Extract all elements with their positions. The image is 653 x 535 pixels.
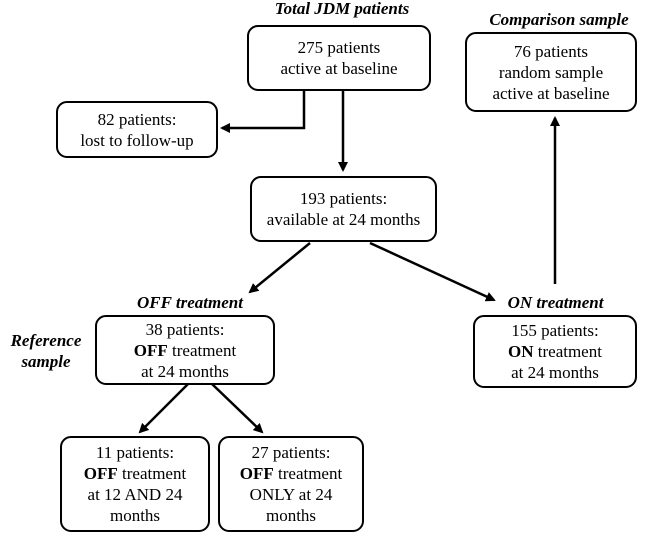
node-text: treatment bbox=[533, 342, 602, 361]
node-total-patients: 275 patients active at baseline bbox=[247, 25, 431, 91]
node-off-24-only: 27 patients: OFF treatment ONLY at 24 mo… bbox=[218, 436, 364, 532]
node-text: at 24 months bbox=[511, 363, 599, 382]
node-on-treatment: 155 patients: ON treatment at 24 months bbox=[473, 315, 637, 388]
node-comparison-sample: 76 patients random sample active at base… bbox=[465, 32, 637, 112]
node-text: random sample bbox=[498, 62, 604, 82]
reference-sample-heading: Reference sample bbox=[0, 330, 92, 372]
reference-heading-line1: Reference bbox=[10, 331, 82, 350]
off-treatment-heading: OFF treatment bbox=[137, 293, 243, 312]
node-text: 275 patients bbox=[297, 38, 381, 57]
node-text: lost to follow-up bbox=[80, 130, 194, 150]
node-text: treatment bbox=[273, 464, 343, 483]
node-text: available at 24 months bbox=[266, 210, 421, 229]
comparison-heading: Comparison sample bbox=[489, 10, 629, 29]
node-text: months bbox=[265, 506, 317, 525]
node-text: 82 patients: bbox=[97, 109, 177, 129]
arrow-available-to-off bbox=[248, 242, 311, 294]
node-text: active at baseline bbox=[280, 59, 398, 78]
node-lost-to-follow-up: 82 patients: lost to follow-up bbox=[56, 101, 218, 158]
arrow-total-to-lost bbox=[220, 90, 306, 133]
node-text: OFF treatment bbox=[84, 463, 186, 484]
node-text: ONLY at 24 bbox=[249, 485, 333, 504]
node-text-bold: OFF bbox=[239, 464, 274, 483]
node-text-bold: OFF bbox=[133, 340, 168, 360]
total-heading: Total JDM patients bbox=[274, 0, 410, 18]
arrow-off-to-27 bbox=[211, 383, 264, 434]
node-off-treatment: 38 patients: OFF treatment at 24 months bbox=[95, 315, 275, 385]
arrow-available-to-on bbox=[369, 241, 496, 302]
node-off-12-and-24: 11 patients: OFF treatment at 12 AND 24 … bbox=[60, 436, 210, 532]
node-text: at 12 AND 24 bbox=[87, 485, 183, 504]
arrow-off-to-11 bbox=[138, 383, 189, 434]
on-treatment-heading: ON treatment bbox=[507, 293, 604, 312]
node-text: OFF treatment bbox=[240, 463, 342, 484]
node-text: 38 patients: bbox=[145, 319, 225, 339]
node-text: treatment bbox=[117, 464, 187, 483]
node-text-bold: ON bbox=[508, 342, 534, 361]
node-text: active at baseline bbox=[492, 83, 610, 103]
node-text: ON treatment bbox=[508, 341, 602, 362]
node-text: OFF treatment bbox=[134, 340, 236, 361]
node-text: treatment bbox=[167, 340, 237, 360]
node-text-bold: OFF bbox=[83, 464, 118, 483]
node-text: 76 patients bbox=[513, 41, 589, 61]
node-available-24-months: 193 patients: available at 24 months bbox=[250, 176, 437, 242]
node-text: months bbox=[109, 506, 161, 525]
node-text: 11 patients: bbox=[95, 443, 175, 462]
node-text: 193 patients: bbox=[299, 189, 388, 208]
node-text: at 24 months bbox=[141, 361, 229, 381]
reference-heading-line2: sample bbox=[21, 352, 71, 371]
node-text: 27 patients: bbox=[251, 443, 331, 462]
node-text: 155 patients: bbox=[511, 321, 599, 340]
